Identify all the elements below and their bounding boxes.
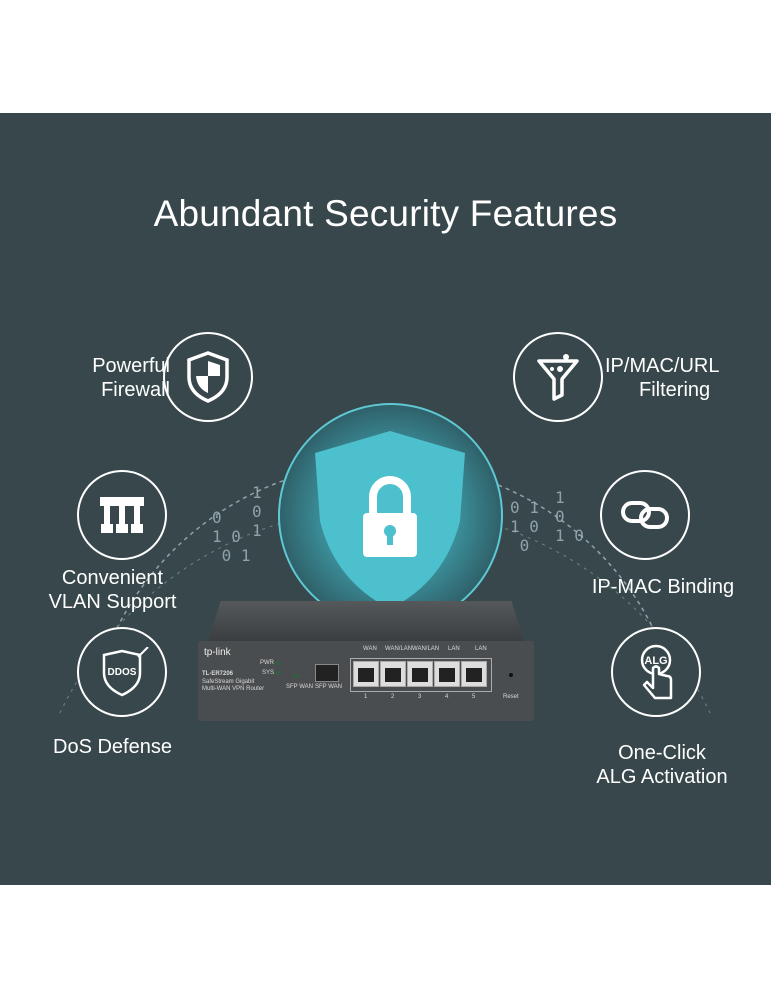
reset-label: Reset bbox=[503, 694, 519, 700]
shield-icon bbox=[163, 332, 253, 422]
sfp-port bbox=[315, 664, 339, 682]
filter-icon bbox=[513, 332, 603, 422]
led-label: SYS bbox=[262, 670, 275, 676]
alg-icon: ALG bbox=[611, 627, 701, 717]
feature-label-ip-mac-binding: IP-MAC Binding bbox=[591, 576, 735, 598]
page-title: Abundant Security Features bbox=[153, 193, 618, 234]
link-icon bbox=[600, 470, 690, 560]
port-label: WAN/LAN bbox=[385, 646, 413, 652]
port-number: 3 bbox=[418, 694, 422, 700]
port-label: WAN bbox=[363, 646, 377, 652]
ethernet-port bbox=[461, 661, 487, 687]
reset-button bbox=[509, 673, 513, 677]
port-label: LAN bbox=[448, 646, 460, 652]
sfp-led-label: SFP WAN bbox=[286, 684, 314, 690]
svg-text:ALG: ALG bbox=[644, 655, 667, 667]
vlan-icon bbox=[77, 470, 167, 560]
led-label: PWR bbox=[260, 660, 274, 666]
sfp-port-label: SFP WAN bbox=[315, 684, 343, 690]
lock-shield-icon bbox=[315, 431, 465, 609]
brand-logo: tp-link bbox=[204, 647, 231, 658]
port-label: LAN bbox=[475, 646, 487, 652]
router-desc: Multi-WAN VPN Router bbox=[202, 686, 265, 692]
ddos-icon: DDOS bbox=[77, 627, 167, 717]
feature-label-dos: DoS Defense bbox=[53, 736, 172, 758]
svg-text:DDOS: DDOS bbox=[108, 667, 137, 678]
port-number: 1 bbox=[364, 694, 368, 700]
model-label: TL-ER7206 bbox=[202, 671, 234, 677]
port-number: 5 bbox=[472, 694, 476, 700]
router-desc: SafeStream Gigabit bbox=[202, 679, 255, 685]
port-label: WAN/LAN bbox=[412, 646, 440, 652]
router-image: tp-link TL-ER7206 SafeStream Gigabit Mul… bbox=[198, 601, 534, 721]
ethernet-port bbox=[380, 661, 406, 687]
port-number: 4 bbox=[445, 694, 449, 700]
ethernet-port bbox=[434, 661, 460, 687]
ethernet-port bbox=[407, 661, 433, 687]
port-number: 2 bbox=[391, 694, 395, 700]
ethernet-port bbox=[353, 661, 379, 687]
